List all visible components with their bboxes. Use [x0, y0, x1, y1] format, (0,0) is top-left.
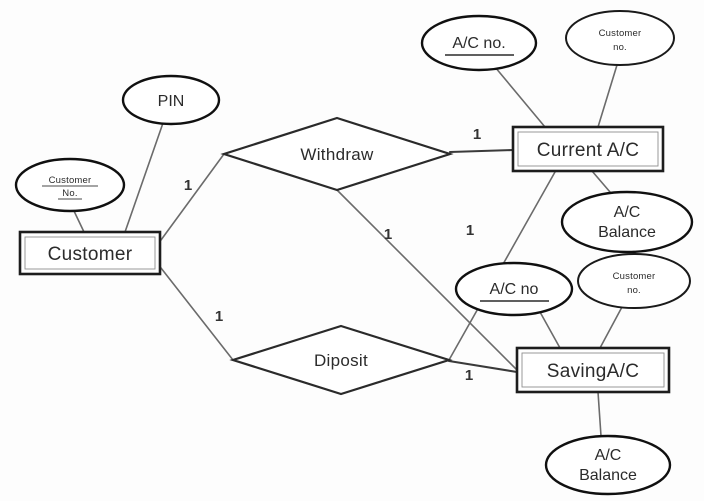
entity-current-ac-box [511, 125, 665, 173]
attribute-customer-no-top-line1: Customer [599, 28, 642, 39]
relationship-layer: Withdraw Diposit [220, 116, 454, 396]
edge-balance-saving [597, 391, 602, 437]
attribute-ac-balance-bottom-line2: Balance [579, 467, 637, 484]
attribute-pin-ellipse [121, 74, 221, 126]
entity-customer-inner-border [24, 236, 156, 270]
edge-pin-customer [124, 122, 164, 233]
attribute-ac-balance-top[interactable]: A/C Balance [560, 190, 694, 254]
edge-balance-current [591, 170, 611, 193]
attribute-customer-no-mid[interactable]: Customer no. [577, 253, 691, 309]
attribute-ac-balance-top-line1: A/C [614, 204, 641, 221]
edge-acno-current [494, 66, 546, 128]
attribute-ac-no-mid[interactable]: A/C no [454, 261, 574, 317]
attribute-customer-no-left-line2: No. [62, 188, 77, 199]
entity-current-ac-label: Current A/C [537, 140, 640, 161]
attribute-customer-no-top[interactable]: Customer no. [565, 10, 675, 66]
attribute-pin[interactable]: PIN [121, 74, 221, 126]
entity-saving-ac-inner-border [521, 352, 665, 388]
edge-diposit-saving [447, 359, 519, 374]
cardinality-layer: 1 1 1 1 1 1 [184, 126, 481, 384]
attribute-ac-no-top[interactable]: A/C no. [420, 14, 538, 72]
entity-layer: Customer Current A/C SavingA/C [18, 125, 671, 394]
relationship-withdraw-diamond [220, 116, 454, 192]
attribute-pin-label: PIN [158, 93, 185, 110]
attribute-ac-balance-bottom-ellipse [544, 434, 672, 496]
attribute-ac-no-top-ellipse [420, 14, 538, 72]
attribute-customer-no-top-line2: no. [613, 42, 627, 53]
entity-current-ac-inner-border [517, 131, 659, 167]
edge-custno-current [597, 64, 618, 128]
entity-current-ac[interactable]: Current A/C [511, 125, 665, 173]
cardinality-withdraw-current: 1 [473, 126, 481, 143]
edge-acno-saving [539, 311, 561, 349]
edge-withdraw-saving [336, 189, 520, 373]
cardinality-withdraw-saving: 1 [384, 226, 392, 243]
edge-withdraw-current [448, 148, 515, 154]
cardinality-current-diposit: 1 [466, 222, 474, 239]
attribute-customer-no-top-ellipse [565, 10, 675, 66]
attribute-ac-no-mid-label: A/C no [490, 281, 539, 298]
attribute-customer-no-mid-line1: Customer [613, 271, 656, 282]
edge-customer-diposit [160, 267, 234, 361]
edge-layer [73, 64, 623, 437]
cardinality-diposit-saving: 1 [465, 367, 473, 384]
entity-customer-box [18, 230, 162, 276]
attribute-customer-no-left[interactable]: Customer No. [14, 157, 126, 213]
entity-customer-label: Customer [48, 244, 133, 265]
attribute-ac-no-mid-ellipse [454, 261, 574, 317]
attribute-ac-balance-bottom[interactable]: A/C Balance [544, 434, 672, 496]
attribute-ac-balance-top-line2: Balance [598, 224, 656, 241]
relationship-diposit-diamond [229, 324, 453, 396]
attribute-customer-no-mid-line2: no. [627, 285, 641, 296]
entity-saving-ac-box [515, 346, 671, 394]
attribute-customer-no-left-ellipse [14, 157, 126, 213]
relationship-diposit[interactable]: Diposit [229, 324, 453, 396]
attribute-layer: PIN Customer No. A/C no. Customer no. [14, 10, 694, 496]
attribute-ac-balance-bottom-line1: A/C [595, 447, 622, 464]
edge-customerno-customer [73, 210, 85, 233]
attribute-ac-no-top-label: A/C no. [452, 35, 505, 52]
relationship-diposit-label: Diposit [314, 351, 368, 370]
attribute-ac-balance-top-ellipse [560, 190, 694, 254]
relationship-withdraw-label: Withdraw [300, 145, 374, 164]
entity-customer[interactable]: Customer [18, 230, 162, 276]
edge-custno-saving [599, 306, 623, 349]
entity-saving-ac-label: SavingA/C [547, 361, 639, 382]
entity-saving-ac[interactable]: SavingA/C [515, 346, 671, 394]
cardinality-customer-diposit: 1 [215, 308, 223, 325]
relationship-withdraw[interactable]: Withdraw [220, 116, 454, 192]
edge-customer-withdraw [160, 153, 225, 241]
attribute-customer-no-left-line1: Customer [49, 175, 92, 186]
cardinality-customer-withdraw: 1 [184, 177, 192, 194]
attribute-customer-no-mid-ellipse [577, 253, 691, 309]
